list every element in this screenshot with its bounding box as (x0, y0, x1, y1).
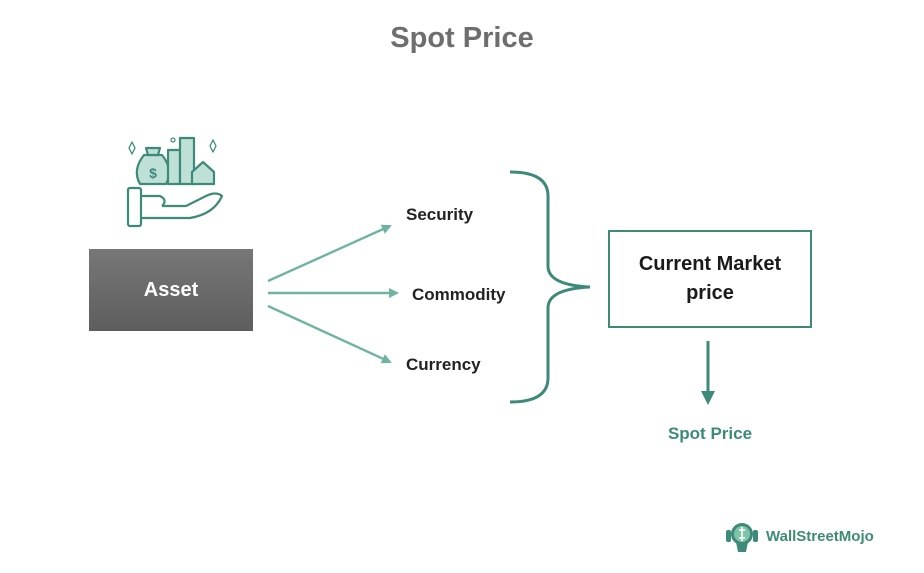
diagram-title: Spot Price (390, 22, 534, 54)
item-currency: Currency (406, 355, 481, 374)
brand-logo: WallStreetMojo (724, 518, 874, 554)
arrow-to-security (267, 224, 392, 283)
brand-name: WallStreetMojo (766, 527, 874, 545)
market-line-1: Current Market (638, 253, 782, 275)
market-line-2: price (686, 282, 734, 304)
wallstreetmojo-logo-icon (726, 523, 758, 552)
arrow-to-currency (267, 304, 392, 364)
item-security: Security (406, 205, 474, 224)
svg-text:$: $ (149, 165, 157, 181)
item-commodity: Commodity (412, 285, 506, 304)
asset-label: Asset (143, 278, 199, 301)
current-market-price-box: Current Market price (608, 230, 812, 328)
asset-box: Asset (89, 249, 253, 331)
grouping-brace (509, 170, 591, 404)
spot-price-result: Spot Price (667, 424, 753, 443)
money-hand-icon: $ (126, 136, 224, 228)
